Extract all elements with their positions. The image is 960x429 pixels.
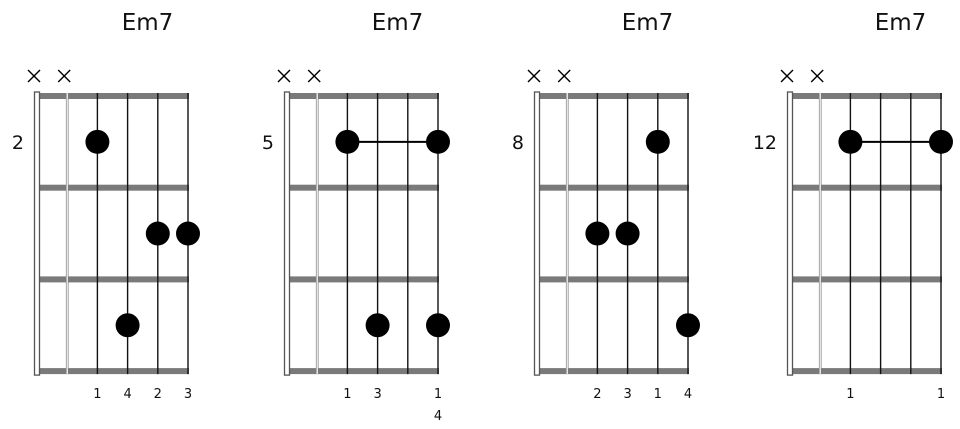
fret-line [37, 184, 189, 191]
string-line [657, 93, 659, 375]
finger-number-label: 3 [184, 387, 192, 402]
string-line [687, 93, 689, 375]
string-highlight [819, 93, 821, 375]
start-fret-number: 8 [512, 132, 524, 154]
nut-edge [33, 91, 41, 376]
start-fret-number: 12 [753, 132, 777, 154]
finger-dot [176, 221, 200, 246]
muted-string-x-icon [57, 69, 71, 83]
muted-string-x-icon [307, 69, 321, 83]
string-line [126, 93, 129, 375]
fret-line [790, 184, 942, 191]
string-highlight [566, 93, 568, 375]
finger-number-label: 1 [846, 387, 854, 402]
string-line [346, 93, 349, 375]
muted-string-x-icon [527, 69, 541, 83]
finger-number-label: 3 [373, 387, 381, 402]
fret-line [537, 276, 689, 283]
chord-title: Em7 [372, 10, 424, 36]
chord-title: Em7 [875, 10, 927, 36]
finger-number-label: 4 [434, 409, 442, 424]
finger-dot [615, 221, 640, 246]
fret-line [37, 93, 189, 99]
fret-line [287, 368, 439, 375]
string-line [849, 93, 852, 375]
finger-dot [676, 313, 700, 338]
muted-string-x-icon [277, 69, 291, 83]
muted-string-x-icon [557, 69, 571, 83]
finger-dot [585, 221, 610, 246]
finger-number-label: 1 [93, 387, 101, 402]
muted-string-x-icon [27, 69, 41, 83]
muted-string-x-icon [810, 69, 824, 83]
fret-line [287, 93, 439, 99]
fret-line [790, 368, 942, 375]
string-highlight [66, 93, 68, 375]
nut-edge [533, 91, 541, 376]
finger-number-label: 4 [123, 387, 131, 402]
string-line [910, 93, 912, 375]
finger-dot [426, 129, 450, 154]
fret-line [537, 184, 689, 191]
start-fret-number: 5 [262, 132, 274, 154]
string-line [376, 93, 379, 375]
string-line [407, 93, 409, 375]
finger-number-label: 2 [154, 387, 162, 402]
finger-number-label: 1 [343, 387, 351, 402]
fret-line [790, 276, 942, 283]
string-line [96, 93, 99, 375]
fret-line [537, 93, 689, 99]
fret-line [287, 184, 439, 191]
finger-dot [365, 313, 390, 338]
finger-dot [115, 313, 140, 338]
string-line [879, 93, 882, 375]
chord-title: Em7 [122, 10, 174, 36]
finger-dot [145, 221, 170, 246]
chord-title: Em7 [622, 10, 674, 36]
start-fret-number: 2 [12, 132, 24, 154]
finger-number-label: 1 [434, 387, 442, 402]
finger-dot [335, 129, 360, 154]
string-line [940, 93, 942, 375]
muted-string-x-icon [780, 69, 794, 83]
finger-number-label: 2 [593, 387, 601, 402]
finger-dot [645, 129, 670, 154]
finger-number-label: 3 [623, 387, 631, 402]
finger-number-label: 4 [684, 387, 692, 402]
string-highlight [316, 93, 318, 375]
fret-line [537, 368, 689, 375]
finger-dot [426, 313, 450, 338]
finger-dot [85, 129, 110, 154]
string-line [437, 93, 439, 375]
fret-line [37, 276, 189, 283]
fret-line [790, 93, 942, 99]
finger-number-label: 1 [654, 387, 662, 402]
fret-line [37, 368, 189, 375]
finger-dot [838, 129, 863, 154]
nut-edge [283, 91, 291, 376]
finger-number-label: 1 [937, 387, 945, 402]
nut-edge [786, 91, 794, 376]
finger-dot [929, 129, 953, 154]
fret-line [287, 276, 439, 283]
